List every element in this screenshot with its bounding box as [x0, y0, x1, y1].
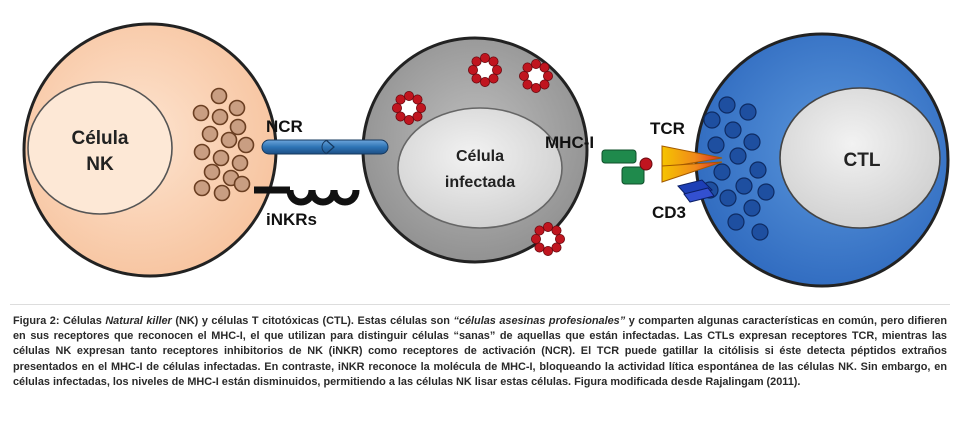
ctl-granule [743, 133, 761, 151]
ctl-granule [749, 161, 767, 179]
nk-granule [220, 131, 238, 149]
ctl-cell: CTL [694, 32, 950, 288]
ctl-granule [751, 223, 769, 241]
nk-granule [210, 87, 228, 105]
nk-cell-label-line2: NK [86, 154, 114, 175]
infected-cell-label-line1: Célula [456, 148, 504, 165]
caption-part1: (NK) y células T citotóxicas (CTL). Esta… [171, 315, 454, 327]
virus-particle [519, 59, 554, 94]
virus-dot [395, 94, 406, 105]
virus-dot [522, 79, 533, 90]
virus-dot [543, 71, 554, 82]
virus-dot [471, 73, 482, 84]
virus-dot [403, 91, 414, 102]
virus-dot [539, 62, 550, 73]
virus-dot [531, 59, 542, 70]
tcr-label: TCR [650, 119, 685, 138]
virus-dot [539, 79, 550, 90]
nk-cell: Célula NK [22, 22, 278, 278]
tcr-receptor [661, 145, 723, 183]
infected-cell: Célula infectada [361, 36, 589, 264]
ctl-granule [739, 103, 757, 121]
caption-separator [10, 304, 950, 305]
ncr-receptor [261, 139, 389, 155]
nk-granule [229, 118, 247, 136]
nk-granule [201, 125, 219, 143]
virus-dot [395, 111, 406, 122]
virus-dot [412, 94, 423, 105]
virus-dot [543, 245, 554, 256]
virus-dot [412, 111, 423, 122]
ctl-granules [701, 96, 775, 241]
caption-nk-italic: Natural killer [105, 315, 172, 327]
nk-granule [211, 108, 229, 126]
virus-particle [391, 91, 426, 126]
virus-dot [391, 103, 402, 114]
virus-dot [488, 56, 499, 67]
caption-quote-italic: “células asesinas profesionales” [453, 315, 626, 327]
virus-dot [519, 71, 530, 82]
virus-dot [479, 53, 490, 64]
virus-dot [531, 83, 542, 94]
virus-dot [534, 242, 545, 253]
caption-prefix: Figura 2: Células [13, 315, 106, 327]
mhc-i-molecule [601, 149, 653, 185]
ctl-granule [703, 111, 721, 129]
cd3-label: CD3 [652, 203, 686, 222]
inkrs-receptor [254, 186, 360, 206]
cd3-molecule [677, 179, 715, 203]
virus-particle [531, 221, 566, 256]
nk-cell-nucleus [27, 81, 173, 215]
ncr-label: NCR [266, 117, 303, 136]
virus-dot [479, 77, 490, 88]
ctl-cell-nucleus [779, 87, 941, 229]
nk-granule [228, 99, 246, 117]
ctl-granule [729, 147, 747, 165]
caption-part2: y comparten algunas características en c… [13, 315, 947, 388]
nk-granule [213, 184, 231, 202]
virus-dot [531, 233, 542, 244]
nk-granule [203, 163, 221, 181]
virus-dot [471, 56, 482, 67]
virus-dot [488, 73, 499, 84]
virus-particle [467, 53, 502, 88]
virus-particles [391, 53, 566, 256]
virus-dot [555, 233, 566, 244]
virus-dot [403, 115, 414, 126]
immune-cells-diagram: Célula NK Célula infectada CTL NCR iNKRs… [22, 22, 950, 288]
virus-dot [522, 62, 533, 73]
infected-cell-label-line2: infectada [445, 174, 515, 191]
nk-granule [231, 154, 249, 172]
virus-dot [534, 225, 545, 236]
ctl-granule [727, 213, 745, 231]
nk-granule [193, 179, 211, 197]
ctl-granule [724, 121, 742, 139]
mhc-i-label: MHC-I [545, 133, 594, 152]
ctl-granule [757, 183, 775, 201]
infected-cell-nucleus [397, 107, 563, 229]
nk-granule [192, 104, 210, 122]
ctl-cell-label: CTL [844, 150, 881, 171]
ctl-granule [718, 96, 736, 114]
ctl-granule [719, 189, 737, 207]
ctl-granule [743, 199, 761, 217]
virus-dot [543, 221, 554, 232]
virus-dot [551, 225, 562, 236]
ctl-granule [713, 163, 731, 181]
inkrs-label: iNKRs [266, 210, 317, 229]
nk-cell-label-line1: Célula [71, 128, 128, 149]
ctl-granule [735, 177, 753, 195]
nk-granule [237, 136, 255, 154]
nk-granule [212, 149, 230, 167]
virus-dot [551, 242, 562, 253]
nk-granule [233, 175, 251, 193]
mhc-peptide [639, 157, 653, 171]
virus-dot [415, 103, 426, 114]
figure-caption: Figura 2: Células Natural killer (NK) y … [13, 314, 947, 390]
nk-granule [193, 143, 211, 161]
virus-dot [467, 65, 478, 76]
nk-granules [192, 87, 255, 202]
ctl-granule [707, 136, 725, 154]
virus-dot [491, 65, 502, 76]
